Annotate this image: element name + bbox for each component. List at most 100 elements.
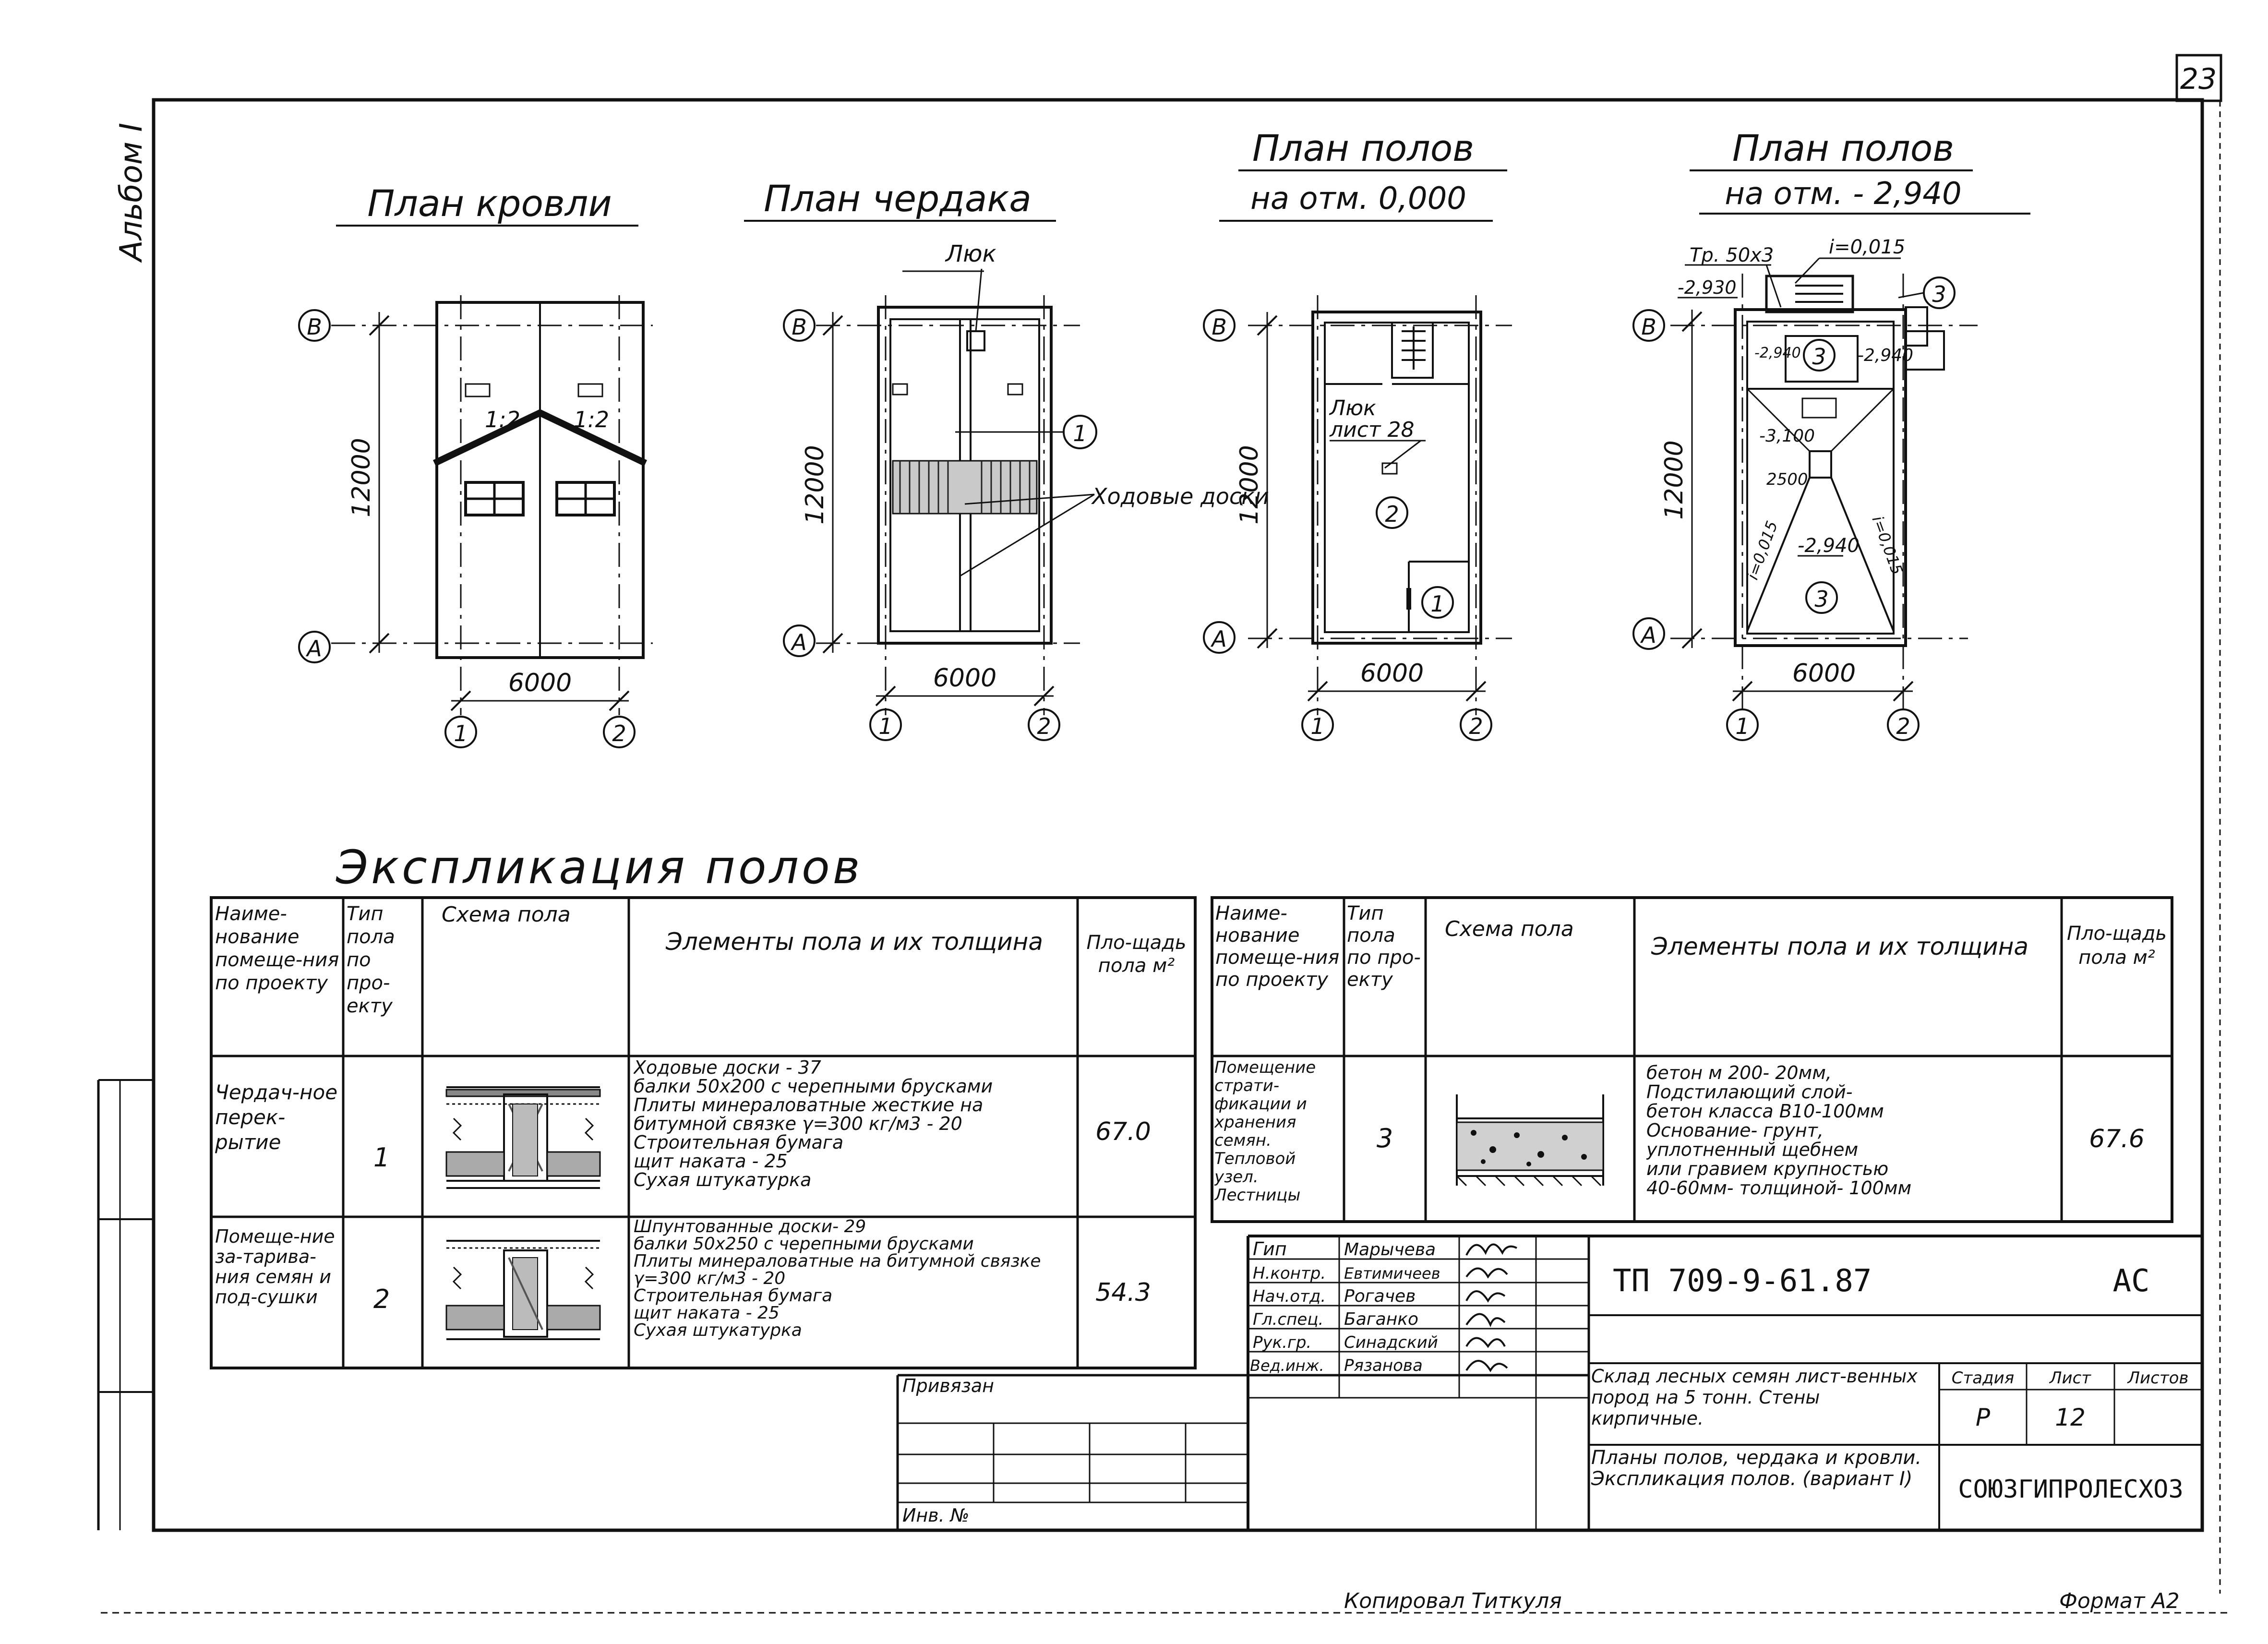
copied-by: Копировал Титкуля <box>1344 1589 1562 1613</box>
basement-marker-bottom <box>1805 581 1838 614</box>
walkway-boards-label: Ходовые доски <box>1091 483 1269 509</box>
mark-2940-c: -2,940 <box>1798 535 1860 557</box>
sheet-format: Формат А2 <box>2059 1589 2180 1613</box>
axis-bubble-1 <box>444 716 477 748</box>
stage-label: Стадия <box>1952 1368 2014 1388</box>
sheet-no: 12 <box>2055 1404 2086 1431</box>
svg-text:3: 3 <box>1932 281 1946 307</box>
bound-label: Привязан <box>902 1375 994 1396</box>
mark-2930: -2,930 <box>1678 277 1737 298</box>
svg-text:1: 1 <box>878 713 892 739</box>
sheet-number: 23 <box>2180 62 2217 96</box>
axis-bubble-2 <box>1028 708 1060 741</box>
attic-marker <box>1063 415 1097 449</box>
axis-bubble-a <box>1632 617 1665 650</box>
axis-bubble-a <box>1203 621 1236 654</box>
stamp-role-4: Рук.гр. <box>1253 1333 1311 1352</box>
project-name: Склад лесных семян лист-венных пород на … <box>1591 1366 1918 1429</box>
basement-outer-wall <box>1734 308 1907 647</box>
axis-bubble-2 <box>1460 708 1492 741</box>
svg-text:В: В <box>792 314 807 340</box>
attic-plan-title: План чердака <box>764 177 1032 220</box>
axis-bubble-b <box>783 309 816 342</box>
svg-text:1: 1 <box>1073 420 1087 446</box>
roof-slope-right: 1:2 <box>574 407 609 432</box>
row3-type: 3 <box>1377 1123 1393 1153</box>
svg-text:В: В <box>1212 314 1227 340</box>
stamp-role-5: Вед.инж. <box>1250 1356 1324 1375</box>
svg-text:1: 1 <box>1735 713 1749 739</box>
sheet-label: Лист <box>2049 1368 2091 1388</box>
mark-2500: 2500 <box>1766 470 1808 489</box>
mark-2940-b: -2,940 <box>1858 346 1913 365</box>
inv-label: Инв. № <box>902 1505 969 1526</box>
mark-3100: -3,100 <box>1759 426 1815 446</box>
stamp-name-5: Рязанова <box>1344 1356 1423 1375</box>
attic-plan: План чердака Люк 1 Ходовые доски 12000 <box>744 177 1269 741</box>
row2-type: 2 <box>373 1284 390 1314</box>
roof-length-dim: 12000 <box>347 438 376 517</box>
axis-bubble-2 <box>1887 708 1920 741</box>
header-type: Тип пола по про-екту <box>347 903 395 1017</box>
floor-plan-0000: План полов на отм. 0,000 Люк лист 28 2 1… <box>1203 127 1512 741</box>
floor-marker-2 <box>1376 496 1408 529</box>
stair <box>1391 322 1434 379</box>
slope-label: i=0,015 <box>1829 236 1905 258</box>
stamp-role-0: Гип <box>1253 1238 1287 1260</box>
svg-text:2: 2 <box>1469 713 1483 739</box>
row2-floor-scheme <box>445 1240 601 1340</box>
svg-text:В: В <box>307 314 322 340</box>
signatures <box>1465 1243 1517 1372</box>
attic-length-dim: 12000 <box>801 445 829 524</box>
axis-bubble-a <box>783 624 816 657</box>
explication-table-right: Наиме-нование помеще-ния по проекту Тип … <box>1211 896 2173 1223</box>
stamp-name-1: Евтимичеев <box>1344 1264 1440 1283</box>
title-block: Гип Н.контр. Нач.отд. Гл.спец. Рук.гр. В… <box>896 1235 2202 1530</box>
floor-width-dim: 6000 <box>1360 659 1424 688</box>
stamp-name-4: Синадский <box>1344 1333 1438 1352</box>
row3-area: 67.6 <box>2089 1125 2145 1153</box>
floor-plan-0000-title: План полов <box>1252 127 1474 169</box>
attic-outer-wall <box>877 306 1053 645</box>
svg-text:1: 1 <box>454 720 468 746</box>
mark-2940-a: -2,940 <box>1754 345 1801 361</box>
svg-text:В: В <box>1641 314 1656 340</box>
stamp-role-3: Гл.спец. <box>1253 1310 1323 1329</box>
svg-text:2: 2 <box>1896 713 1910 739</box>
stamp-name-2: Рогачев <box>1344 1286 1416 1306</box>
sheet-title: Планы полов, чердака и кровли. Экспликац… <box>1591 1447 1922 1490</box>
stamp-name-3: Баганко <box>1344 1309 1418 1329</box>
svg-text:А: А <box>1640 622 1656 648</box>
header-area: Пло-щадь пола м² <box>1086 932 1187 977</box>
sheet-frame <box>152 98 2204 1532</box>
axis-bubble-1 <box>1726 708 1759 741</box>
basement-entry <box>1765 275 1854 313</box>
album-label: Альбом I <box>114 123 149 264</box>
svg-text:1: 1 <box>1310 713 1324 739</box>
doc-code: ТП 709-9-61.87 <box>1613 1263 1872 1299</box>
header-name: Наиме-нование помеще-ния по проекту <box>215 903 339 994</box>
stamp-role-2: Нач.отд. <box>1253 1287 1326 1306</box>
basement-width-dim: 6000 <box>1792 659 1856 688</box>
row3-elements: бетон м 200- 20мм,Подстилающий слой-бето… <box>1646 1063 1912 1199</box>
svg-text:А: А <box>305 636 322 661</box>
pipe-label: Тр. 50х3 <box>1690 244 1774 266</box>
row1-floor-scheme <box>445 1086 601 1189</box>
svg-text:2: 2 <box>612 720 626 746</box>
header-elements: Элементы пола и их толщина <box>665 928 1044 956</box>
row1-name: Чердач-ное перек-рытие <box>215 1080 338 1154</box>
axis-bubble-1 <box>1301 708 1334 741</box>
axis-bubble-b <box>1203 309 1236 342</box>
sheet-number-box <box>2175 54 2222 102</box>
slope-right: i=0,015 <box>1868 514 1906 577</box>
svg-text:2: 2 <box>1385 501 1399 527</box>
r-header-elements: Элементы пола и их толщина <box>1651 933 2029 960</box>
axis-bubble-b <box>1632 309 1665 342</box>
roof-ridge <box>432 409 648 467</box>
r-header-scheme: Схема пола <box>1445 917 1574 941</box>
floor-plan-0000-subtitle: на отм. 0,000 <box>1250 181 1466 216</box>
svg-text:1: 1 <box>1430 591 1444 617</box>
